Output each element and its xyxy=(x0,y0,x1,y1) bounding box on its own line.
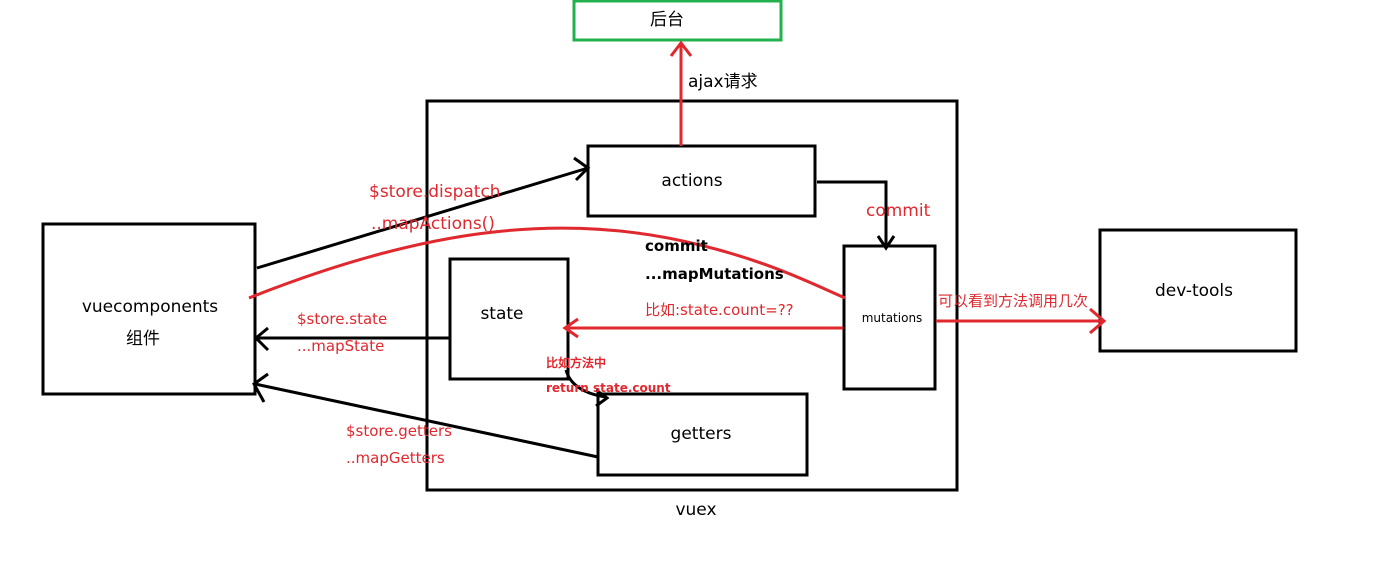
map-mutations-label: ...mapMutations xyxy=(645,265,784,283)
mutations-box xyxy=(842,244,937,391)
components-label-line2: 组件 xyxy=(126,329,160,349)
getters-box xyxy=(596,392,809,477)
state-box xyxy=(448,257,570,381)
state-to-components-arrow-head xyxy=(253,326,270,352)
dispatch-arrow-head xyxy=(573,156,591,182)
commit-arrow-head xyxy=(876,235,896,251)
devtools-label: dev-tools xyxy=(1155,281,1233,301)
dispatch-arrow xyxy=(256,166,589,270)
map-state-label: ...mapState xyxy=(297,337,384,355)
state-label: state xyxy=(480,304,523,324)
commit-red-label: commit xyxy=(866,201,931,221)
dispatch-label: $store.dispatch xyxy=(369,182,501,202)
return-count-label: return state.count xyxy=(546,381,671,395)
map-getters-label: ..mapGetters xyxy=(346,449,445,467)
getters-to-components-arrow xyxy=(254,382,599,459)
store-state-label: $store.state xyxy=(297,310,387,328)
devtools-note-label: 可以看到方法调用几次 xyxy=(938,292,1088,310)
ajax-label: ajax请求 xyxy=(688,72,758,92)
map-actions-label: ..mapActions() xyxy=(371,214,495,234)
mutation-to-state-arrow-head xyxy=(562,317,579,339)
commit-curve xyxy=(248,226,846,300)
state-count-label: 比如:state.count=?? xyxy=(645,301,794,319)
devtools-box xyxy=(1098,228,1298,353)
vuex-label: vuex xyxy=(675,500,716,520)
ajax-arrow-head xyxy=(669,40,693,57)
state-to-getters-arrow-head xyxy=(595,388,610,408)
store-getters-label: $store.getters xyxy=(346,422,452,440)
components-label-line1: vuecomponents xyxy=(82,297,218,317)
commit-arrow xyxy=(817,180,888,246)
backend-label: 后台 xyxy=(650,10,684,30)
getters-to-components-arrow-head xyxy=(252,372,269,403)
commit-black-label: commit xyxy=(645,237,708,255)
method-in-label: 比如方法中 xyxy=(546,355,606,370)
backend-box xyxy=(572,0,783,42)
actions-label: actions xyxy=(661,171,722,191)
actions-box xyxy=(586,144,817,218)
state-to-getters-arrow xyxy=(564,369,607,399)
components-box xyxy=(41,222,257,396)
getters-label: getters xyxy=(671,424,732,444)
mutations-label: mutations xyxy=(862,311,923,325)
vuex-container xyxy=(425,99,959,492)
mutation-to-devtools-arrow-head xyxy=(1089,307,1107,335)
